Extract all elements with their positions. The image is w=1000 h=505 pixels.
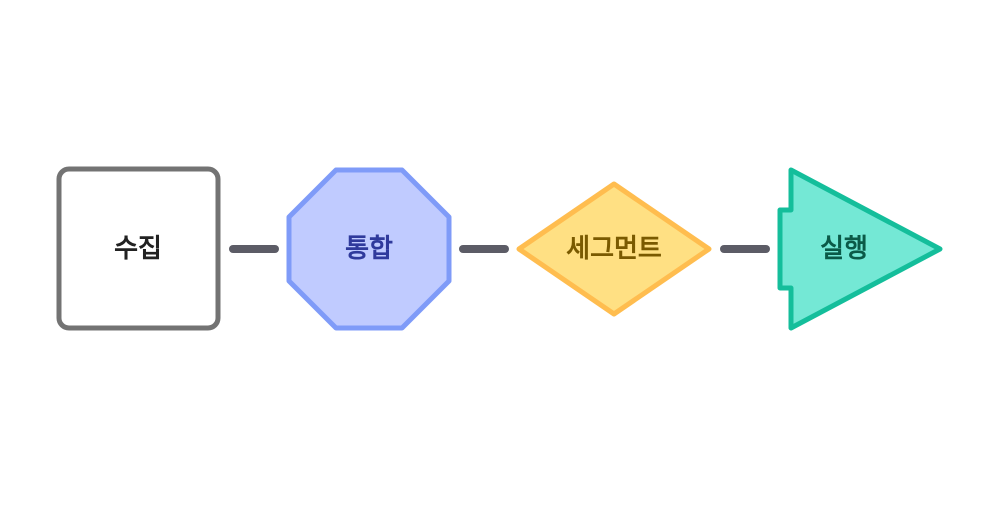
node-integrate: 통합 [286,167,452,331]
node-integrate-shape [286,167,452,331]
node-integrate-label: 통합 [345,234,393,264]
node-collect-shape [56,166,221,331]
node-execute: 실행 [777,167,943,331]
node-execute-label: 실행 [820,234,868,264]
node-segment-shape [516,181,712,317]
node-collect: 수집 [56,166,221,331]
node-segment: 세그먼트 [516,181,712,317]
node-execute-shape [777,167,943,331]
node-collect-label: 수집 [114,234,162,264]
node-segment-label: 세그먼트 [566,234,662,264]
